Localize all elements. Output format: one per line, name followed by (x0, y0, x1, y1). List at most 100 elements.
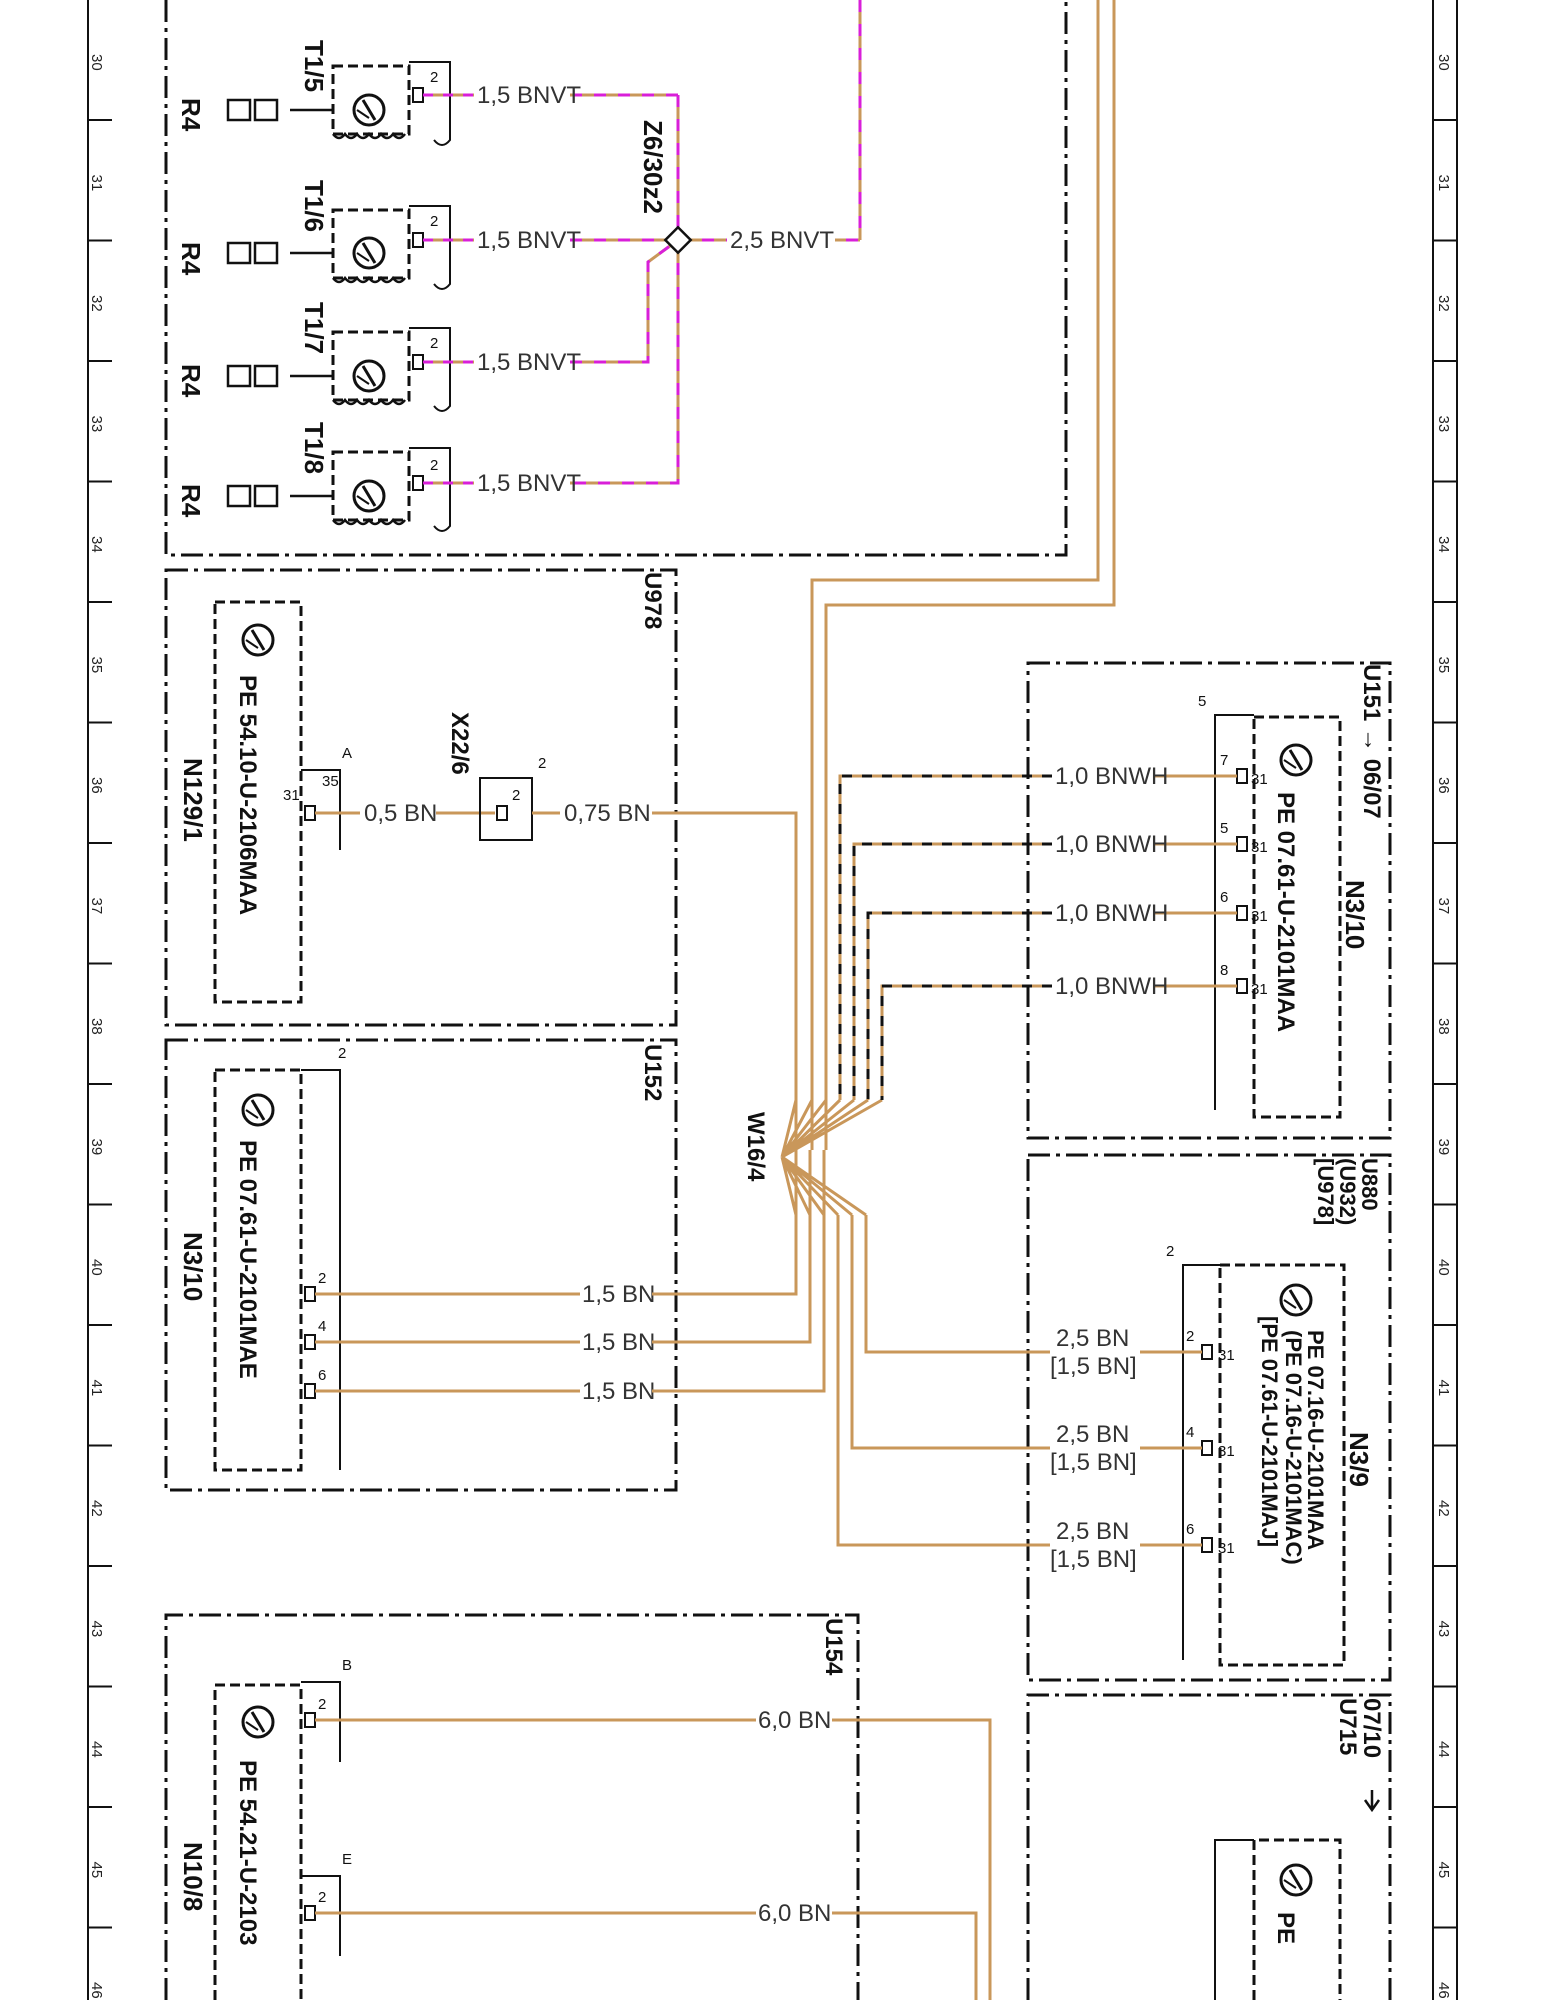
u978-section: U978 PE 54.10-U-2106MAA N129/1 A 35 31 0… (164, 568, 798, 1150)
grid-row-number: 44 (88, 1741, 105, 1758)
grid-row-number: 41 (88, 1380, 105, 1397)
splice-out-wire: 2,5 BNVT (730, 227, 834, 254)
top-pin-label: 2 (338, 1045, 346, 1062)
grid-row-number: 34 (1435, 536, 1452, 553)
wire-label: 1,0 BNWH (1055, 900, 1168, 927)
grid-row-number: 33 (1435, 416, 1452, 433)
pin-sub-label: 31 (283, 787, 300, 804)
pin-label: 2 (318, 1696, 326, 1713)
box-label-3: [U978] (1313, 1158, 1338, 1225)
pin-label: 6 (1220, 889, 1228, 906)
x22-top-pin: 2 (538, 755, 546, 772)
box-label-1: 07/10 (1358, 1698, 1385, 1758)
u152-section: U152 PE 07.61-U-2101MAE N3/10 2 2 1,5 BN… (164, 1038, 826, 1492)
box-label-2: (U932) (1335, 1158, 1360, 1225)
wire-label: 1,5 BNVT (477, 470, 581, 497)
wire-label: 1,0 BNWH (1055, 763, 1168, 790)
wire-label: 6,0 BN (758, 1707, 831, 1734)
grid-row-number: 36 (1435, 777, 1452, 794)
grid-row-number: 35 (1435, 657, 1452, 674)
box-label: U154 (820, 1618, 847, 1676)
module-label: N3/9 (1344, 1432, 1374, 1487)
pe-reference: PE 54.21-U-2103 (234, 1760, 261, 1945)
grid-row-number: 37 (88, 898, 105, 915)
pin-label: 2 (430, 335, 438, 352)
pin-sub-label: 31 (1251, 771, 1268, 788)
grid-row-number: 31 (88, 175, 105, 192)
grid-row-number: 38 (1435, 1018, 1452, 1035)
pe-reference: PE 54.10-U-2106MAA (234, 675, 261, 915)
pin-label: 2 (430, 457, 438, 474)
pin-sub-label: 31 (1251, 908, 1268, 925)
speaker-t1-5: 1,5 BNVT 2 T1/5 R4 (176, 40, 581, 146)
top-pin-label: 2 (1166, 1243, 1174, 1260)
wire-label: 6,0 BN (758, 1900, 831, 1927)
wire-label: 1,5 BN (582, 1329, 655, 1356)
wire-label: 1,0 BNWH (1055, 831, 1168, 858)
pe-reference-2: (PE 07.16-U-2101MAC) (1281, 1330, 1306, 1565)
box-label: U151 → 06/07 (1358, 664, 1385, 819)
grid-row-number: 45 (1435, 1862, 1452, 1879)
wire-label: 2,5 BN (1056, 1421, 1129, 1448)
w16-ground-point: W16/4 (742, 1098, 883, 1217)
connector-label: A (342, 745, 352, 762)
resistor-id: R4 (176, 98, 206, 132)
grid-row-number: 43 (88, 1621, 105, 1638)
pin-sub-label: 31 (1251, 839, 1268, 856)
resistor-id: R4 (176, 484, 206, 518)
pin-label: 2 (1186, 1328, 1194, 1345)
grid-row-number: 42 (88, 1500, 105, 1517)
resistor-id: R4 (176, 364, 206, 398)
grid-row-number: 34 (88, 536, 105, 553)
module-label: N129/1 (178, 758, 208, 842)
grid-row-number: 38 (88, 1018, 105, 1035)
pin-label: 35 (322, 773, 339, 790)
pin-label: 2 (430, 213, 438, 230)
grid-row-number: 31 (1435, 175, 1452, 192)
grid-row-number: 32 (1435, 295, 1452, 312)
speaker-t1-7: 1,5 BNVT 2 T1/7 R4 (176, 302, 581, 412)
wire-label: 2,5 BN (1056, 1518, 1129, 1545)
u880-section: U880 (U932) [U978] PE 07.16-U-2101MAA (P… (836, 1153, 1392, 1682)
grid-row-number: 39 (88, 1139, 105, 1156)
pin-sub-label: 31 (1251, 981, 1268, 998)
speaker-t1-8: 1,5 BNVT 2 T1/8 R4 (176, 422, 581, 532)
wire-label: 1,5 BNVT (477, 349, 581, 376)
grid-row-number: 43 (1435, 1621, 1452, 1638)
connector-label: E (342, 1851, 352, 1868)
pin-sub-label: 31 (1218, 1540, 1235, 1557)
speaker-id: T1/6 (299, 180, 329, 232)
pin-label: 5 (1220, 820, 1228, 837)
wire-label: 1,5 BN (582, 1378, 655, 1405)
speaker-id: T1/7 (299, 302, 329, 354)
grid-row-number: 32 (88, 295, 105, 312)
grid-row-number: 41 (1435, 1380, 1452, 1397)
grid-row-number: 30 (1435, 54, 1452, 71)
grid-row-number: 39 (1435, 1139, 1452, 1156)
module-label: N10/8 (178, 1842, 208, 1911)
pin-label: 6 (318, 1367, 326, 1384)
top-pin-label: 5 (1198, 693, 1206, 710)
wire-label: 2,5 BN (1056, 1325, 1129, 1352)
grid-row-number: 46 (1435, 1982, 1452, 1999)
grid-row-number: 30 (88, 54, 105, 71)
wire-label: 1,0 BNWH (1055, 973, 1168, 1000)
module-label: N3/10 (178, 1232, 208, 1301)
speaker-id: T1/8 (299, 422, 329, 474)
u715-section: 07/10 U715 PE (1026, 1693, 1392, 2000)
x22-label: X22/6 (446, 712, 473, 775)
wire-label: 1,5 BNVT (477, 227, 581, 254)
splice-label: Z6/30z2 (638, 120, 668, 214)
pin-label: 7 (1220, 752, 1228, 769)
pin-label: 4 (1186, 1424, 1194, 1441)
grid-row-number: 40 (88, 1259, 105, 1276)
pin-sub-label: 31 (1218, 1347, 1235, 1364)
page-frame (87, 0, 1458, 2000)
grid-row-number: 46 (88, 1982, 105, 1999)
grid-row-number: 45 (88, 1862, 105, 1879)
grid-row-number: 42 (1435, 1500, 1452, 1517)
resistor-id: R4 (176, 242, 206, 276)
pin-label: 2 (318, 1889, 326, 1906)
wire-label: 1,5 BNVT (477, 82, 581, 109)
